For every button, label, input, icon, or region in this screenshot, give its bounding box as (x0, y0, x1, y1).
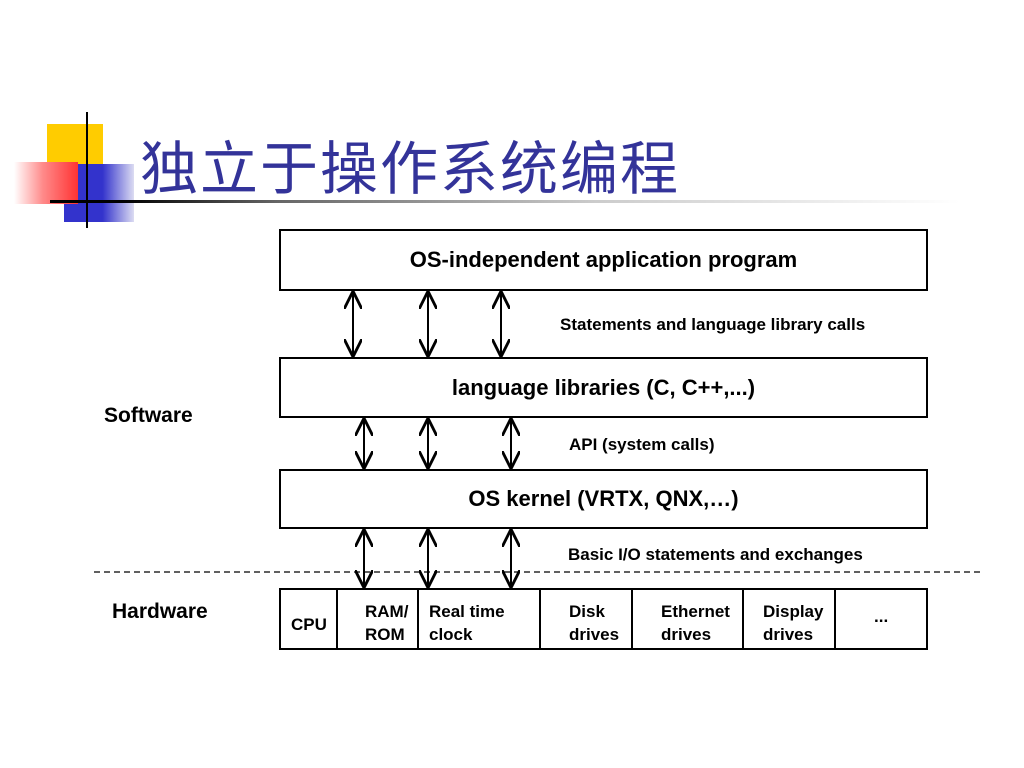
hardware-cell-more: ... (836, 590, 926, 648)
language-libraries-label: language libraries (C, C++,...) (451, 374, 756, 400)
app-program-box: OS-independent application program (279, 229, 928, 291)
hardware-row: CPU RAM/ ROM Real time clock Disk drives… (279, 588, 928, 650)
hardware-cell-label: RAM/ ROM (365, 602, 409, 644)
hardware-cell-label: CPU (291, 615, 327, 634)
language-libraries-box: language libraries (C, C++,...) (279, 357, 928, 418)
hardware-cell-label: Ethernet drives (661, 602, 730, 644)
app-program-label: OS-independent application program (409, 247, 798, 272)
hardware-cell-ram-rom: RAM/ ROM (338, 590, 419, 648)
deco-horizontal-line (50, 200, 960, 203)
interface-label-kernel-hw: Basic I/O statements and exchanges (568, 545, 863, 564)
hardware-cell-label: Disk drives (569, 602, 620, 644)
software-label: Software (104, 404, 193, 427)
os-kernel-label: OS kernel (VRTX, QNX,…) (468, 486, 739, 511)
hardware-cell-label: ... (874, 607, 889, 626)
slide-title: 独立于操作系统编程 (140, 135, 681, 203)
deco-red-bar (14, 162, 78, 204)
arrows-app-libs (353, 293, 501, 355)
hardware-cell-label: Display drives (763, 602, 824, 644)
hardware-cell-disk-drives: Disk drives (541, 590, 633, 648)
interface-label-app-libs: Statements and language library calls (560, 315, 866, 334)
arrows-kernel-hardware (364, 531, 511, 586)
arrows-libs-kernel (364, 420, 511, 467)
hardware-cell-display-drives: Display drives (744, 590, 836, 648)
hardware-label: Hardware (112, 600, 208, 623)
interface-label-libs-kernel: API (system calls) (569, 435, 715, 454)
hardware-cell-ethernet-drives: Ethernet drives (633, 590, 744, 648)
os-kernel-box: OS kernel (VRTX, QNX,…) (279, 469, 928, 529)
hardware-cell-real-time-clock: Real time clock (419, 590, 541, 648)
deco-vertical-line (86, 112, 88, 228)
hardware-cell-label: Real time clock (429, 602, 505, 644)
hardware-cell-cpu: CPU (281, 590, 338, 648)
